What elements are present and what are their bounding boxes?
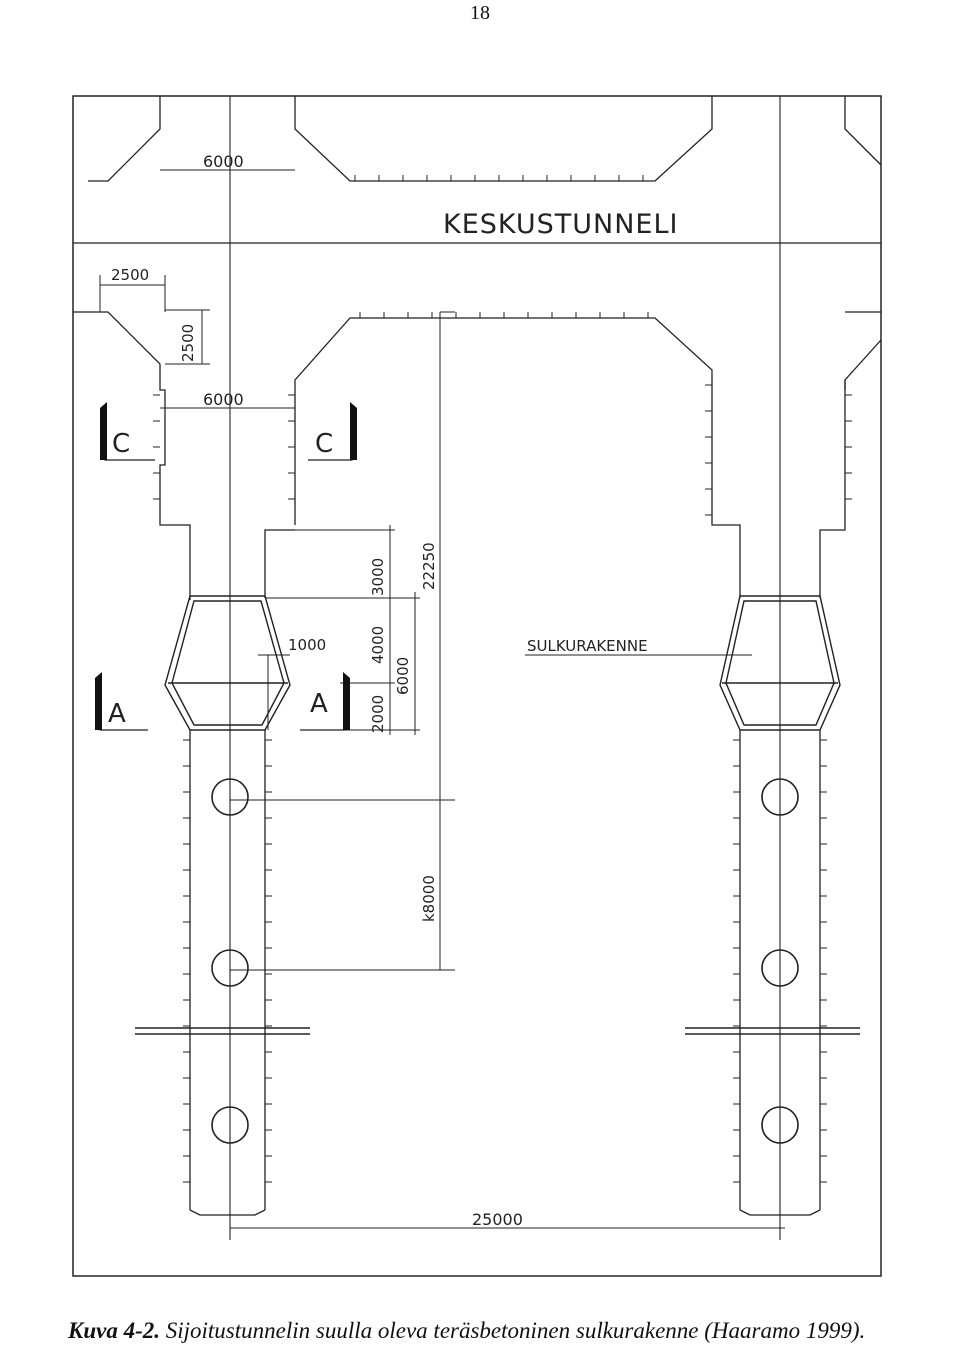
dim-2500-horizontal: 2500 <box>111 266 149 284</box>
drawing-frame <box>72 95 882 1277</box>
dimension-lines <box>99 169 785 1229</box>
keskustunneli-label: KESKUSTUNNELI <box>443 209 679 240</box>
section-c-label: C <box>112 429 130 459</box>
axis-circle <box>211 949 249 987</box>
dim-1000: 1000 <box>288 636 326 654</box>
dim-6000-top: 6000 <box>203 152 244 171</box>
closure-structure-left <box>164 595 291 731</box>
dim-2500-vertical: 2500 <box>179 324 197 362</box>
axis-circle <box>761 1106 799 1144</box>
caption-label: Kuva 4-2. <box>68 1318 160 1343</box>
caption-text: Sijoitustunnelin suulla oleva teräsbeton… <box>165 1318 866 1343</box>
page-number: 18 <box>470 2 490 24</box>
axis-circle <box>211 1106 249 1144</box>
dim-22250: 22250 <box>420 542 438 590</box>
centre-lines <box>229 96 781 1240</box>
section-marker-a-left: A <box>95 672 148 731</box>
figure-caption: Kuva 4-2. Sijoitustunnelin suulla oleva … <box>68 1318 865 1344</box>
dim-2000: 2000 <box>369 695 387 733</box>
dim-6000-vertical: 6000 <box>394 657 412 695</box>
axis-circle <box>211 778 249 816</box>
section-c-label: C <box>315 429 333 459</box>
axis-circle <box>761 949 799 987</box>
section-marker-c-left: C <box>100 402 155 461</box>
section-a-label: A <box>108 699 126 729</box>
section-marker-c-right: C <box>308 402 357 461</box>
sulkurakenne-label: SULKURAKENNE <box>527 637 648 655</box>
dim-3000: 3000 <box>369 558 387 596</box>
section-marker-a-right: A <box>300 672 350 731</box>
dim-4000: 4000 <box>369 626 387 664</box>
dim-k8000: k8000 <box>420 875 438 922</box>
cross-bars <box>135 1027 860 1035</box>
tunnel-closure-drawing: C C A A KESKUSTUNNELI SULKURAKENNE 6000 … <box>72 95 882 1277</box>
axis-circles <box>211 778 799 1144</box>
section-a-label: A <box>310 689 328 719</box>
dim-6000-middle: 6000 <box>203 390 244 409</box>
dim-25000: 25000 <box>472 1210 523 1229</box>
access-tunnel-walls <box>189 317 846 1216</box>
axis-circle <box>761 778 799 816</box>
